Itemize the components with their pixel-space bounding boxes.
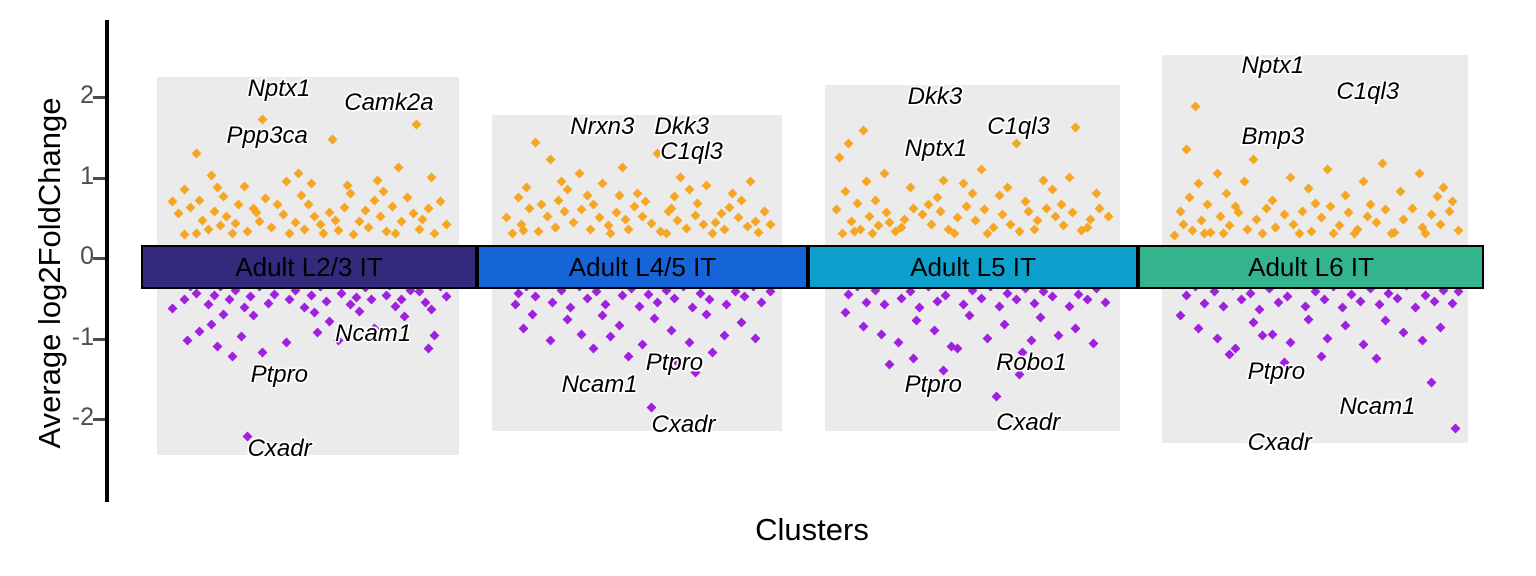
y-tick-mark — [93, 337, 105, 341]
y-tick-label: 1 — [80, 161, 94, 190]
cluster-band-3[interactable]: Adult L5 IT — [808, 245, 1138, 289]
gene-label: Ppp3ca — [226, 121, 308, 149]
cluster-band-label: Adult L4/5 IT — [568, 251, 717, 282]
gene-label: Cxadr — [247, 434, 312, 462]
x-axis-title: Clusters — [755, 512, 869, 547]
gene-label: Camk2a — [344, 89, 434, 117]
gene-label: Dkk3 — [654, 112, 710, 140]
gene-label: Nrxn3 — [570, 112, 635, 140]
y-tick-label: -1 — [71, 322, 94, 351]
y-tick-mark — [93, 257, 105, 260]
gene-label: C1ql3 — [1336, 78, 1400, 106]
gene-label: Ptpro — [250, 360, 308, 388]
gene-label: Ptpro — [645, 348, 704, 376]
y-tick-label: -2 — [71, 403, 94, 431]
gene-label: Cxadr — [1247, 429, 1312, 457]
gene-label: C1ql3 — [987, 112, 1050, 140]
y-tick-mark — [93, 96, 105, 99]
gene-label: Ncam1 — [1339, 392, 1416, 420]
cluster-band-label: Adult L6 IT — [1248, 251, 1374, 282]
gene-label: C1ql3 — [660, 137, 723, 165]
gene-label: Nptx1 — [247, 74, 311, 102]
gene-label: Cxadr — [996, 409, 1061, 437]
y-tick-mark — [93, 418, 105, 421]
y-tick-label: 2 — [80, 81, 94, 109]
gene-label: Nptx1 — [1241, 52, 1305, 80]
cluster-band-label: Adult L2/3 IT — [235, 251, 383, 282]
gene-label: Ncam1 — [335, 320, 412, 348]
y-tick-label: 0 — [80, 242, 94, 270]
gene-label: Ptpro — [1247, 358, 1306, 386]
cluster-band-label: Adult L5 IT — [910, 251, 1036, 282]
cluster-band-4[interactable]: Adult L6 IT — [1138, 245, 1484, 289]
gene-label: Ncam1 — [561, 371, 638, 399]
gene-label: Ptpro — [904, 371, 963, 399]
gene-label: Dkk3 — [907, 83, 963, 110]
gene-label: Bmp3 — [1241, 123, 1305, 151]
y-tick-mark — [93, 176, 105, 180]
y-axis-line — [105, 20, 109, 502]
gene-label: Cxadr — [651, 410, 716, 438]
cluster-band-1[interactable]: Adult L2/3 IT — [141, 245, 477, 289]
cluster-band-2[interactable]: Adult L4/5 IT — [477, 245, 808, 289]
gene-label: Robo1 — [996, 348, 1067, 376]
gene-label: Nptx1 — [904, 135, 968, 163]
